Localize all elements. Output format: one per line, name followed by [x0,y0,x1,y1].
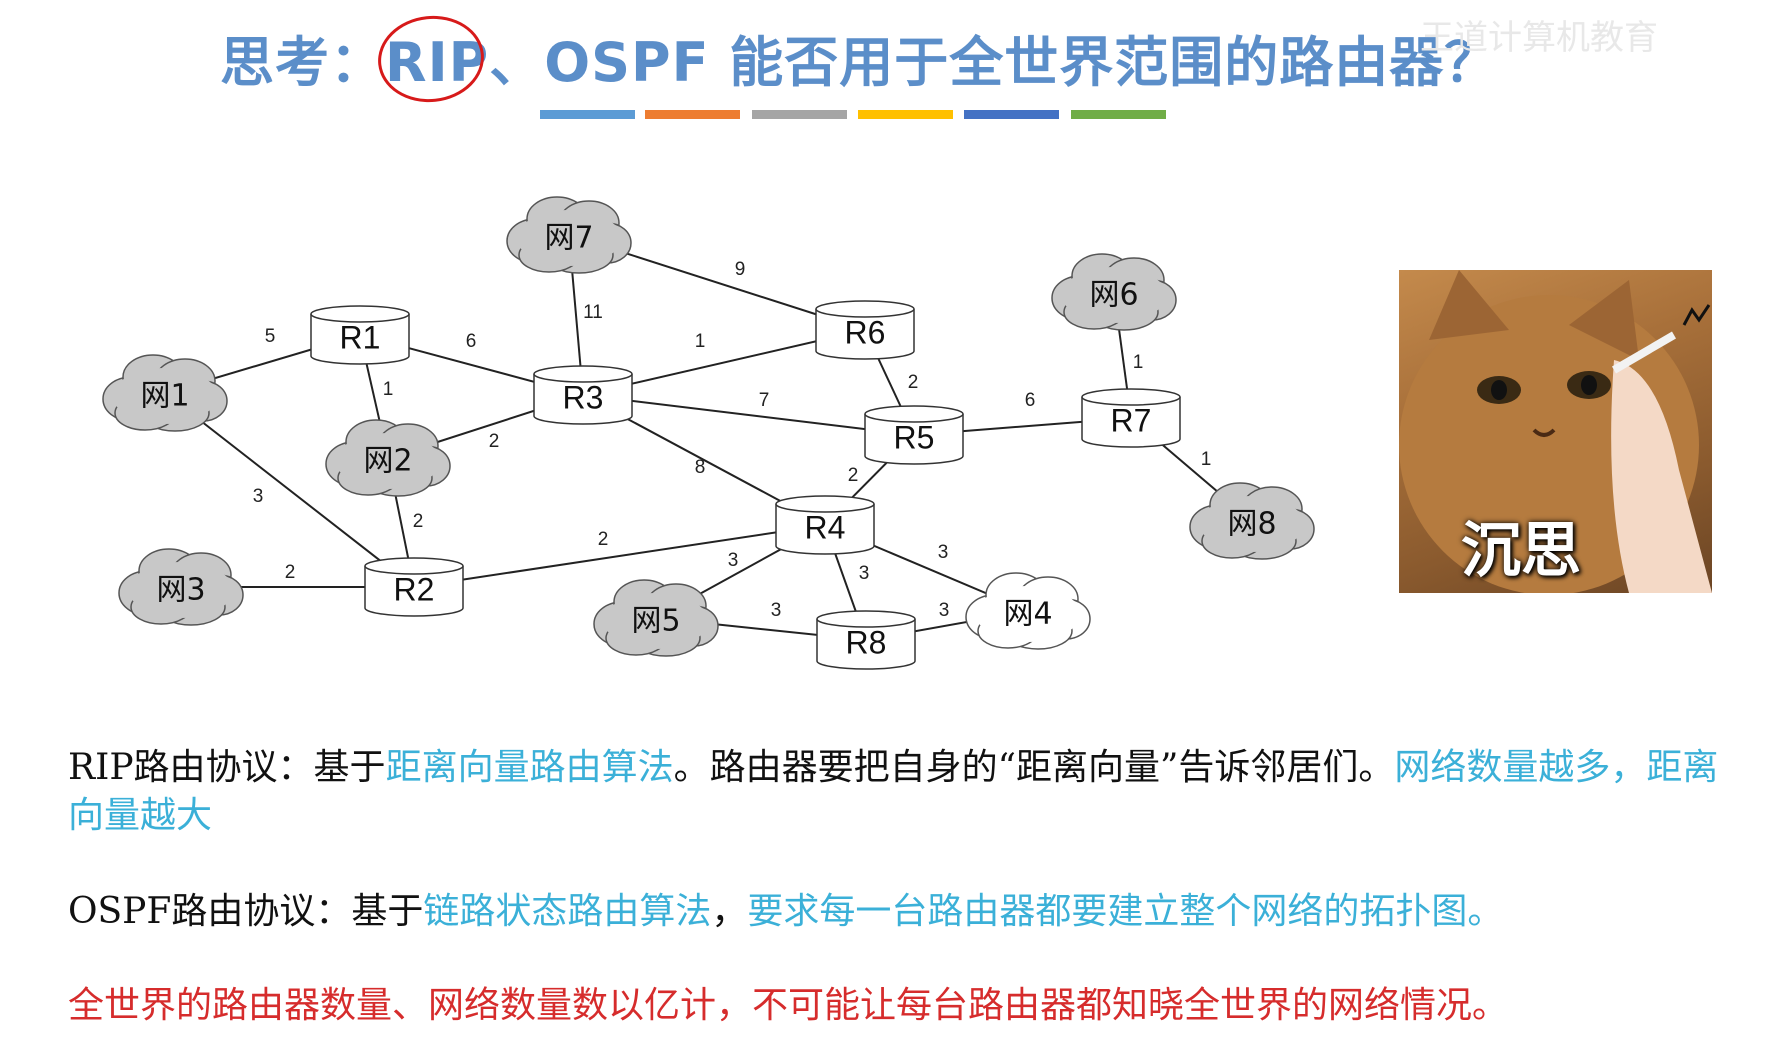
link-weight: 9 [735,259,746,280]
router-label: R1 [340,319,381,355]
network-cloud-N3: 网3 [119,549,243,625]
link-weight: 1 [1201,449,1212,470]
router-R3: R3 [534,366,632,424]
link-weight: 3 [253,486,264,507]
meme-caption: 沉思 [1461,502,1581,589]
rip-algorithm: 距离向量路由算法 [386,747,674,788]
rip-lead: RIP路由协议：基于 [68,747,386,788]
rip-middle: 。路由器要把自身的“距离向量”告诉邻居们。 [674,747,1395,788]
router-R6: R6 [816,301,914,359]
router-label: R7 [1111,402,1152,438]
network-label: 网3 [156,573,205,608]
link-weight: 2 [908,372,919,393]
link-weight: 8 [695,457,706,478]
network-label: 网5 [631,604,680,639]
router-label: R5 [894,419,935,455]
rip-paragraph: RIP路由协议：基于距离向量路由算法。路由器要把自身的“距离向量”告诉邻居们。网… [68,744,1748,840]
router-label: R2 [394,571,435,607]
network-label: 网8 [1227,507,1276,542]
link-weight: 2 [489,431,500,452]
network-cloud-N6: 网6 [1052,254,1176,330]
ospf-paragraph: OSPF路由协议：基于链路状态路由算法，要求每一台路由器都要建立整个网络的拓扑图… [68,888,1748,936]
link-weight: 6 [1025,390,1036,411]
network-label: 网2 [363,444,412,479]
link-weight: 2 [285,562,296,583]
link-weight: 11 [583,302,603,323]
router-R1: R1 [311,306,409,364]
ospf-algorithm: 链路状态路由算法 [423,891,711,932]
link-weight: 3 [938,542,949,563]
link-R2-R4 [414,525,825,587]
router-R5: R5 [865,406,963,464]
network-cloud-N2: 网2 [326,420,450,496]
link-weight: 3 [939,600,950,621]
router-label: R4 [805,509,846,545]
ospf-note: 要求每一台路由器都要建立整个网络的拓扑图。 [747,891,1503,932]
network-cloud-N1: 网1 [103,355,227,431]
router-R7: R7 [1082,389,1180,447]
conclusion-paragraph: 全世界的路由器数量、网络数量数以亿计，不可能让每台路由器都知晓全世界的网络情况。 [68,982,1748,1030]
link-weight: 3 [771,600,782,621]
router-R2: R2 [365,558,463,616]
link-weight: 1 [383,379,394,400]
thinking-cat-meme: 沉思 [1399,270,1712,593]
network-cloud-N5: 网5 [594,580,718,656]
network-cloud-N8: 网8 [1190,483,1314,559]
network-cloud-N7: 网7 [507,197,631,273]
router-R4: R4 [776,496,874,554]
link-weight: 2 [413,511,424,532]
link-weight: 3 [859,563,870,584]
link-weight: 1 [695,331,706,352]
ospf-lead: OSPF路由协议：基于 [68,891,423,932]
router-label: R6 [845,314,886,350]
link-weight: 6 [466,331,477,352]
network-label: 网4 [1003,597,1052,632]
router-label: R8 [846,624,887,660]
link-weight: 3 [728,550,739,571]
network-cloud-N4: 网4 [966,573,1090,649]
link-weight: 5 [265,326,276,347]
router-R8: R8 [817,611,915,669]
network-label: 网1 [140,379,189,414]
link-weight: 1 [1133,352,1144,373]
link-weight: 2 [848,465,859,486]
ospf-separator: ， [711,891,747,932]
link-weight: 7 [759,390,770,411]
link-weight: 2 [598,529,609,550]
router-label: R3 [563,379,604,415]
network-label: 网6 [1089,278,1138,313]
network-label: 网7 [544,221,593,256]
